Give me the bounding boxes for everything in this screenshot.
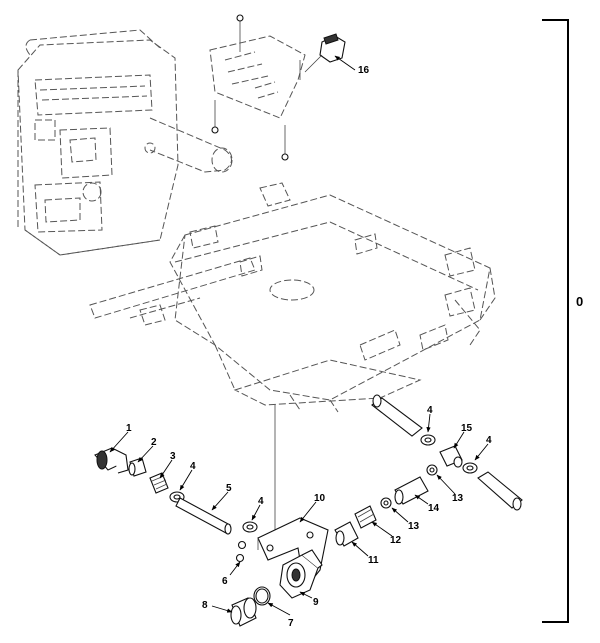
cab-structure-ghost xyxy=(17,29,233,256)
callout-5: 5 xyxy=(226,483,232,494)
callout-3: 3 xyxy=(170,451,176,462)
assembly-callout-0: 0 xyxy=(576,294,583,309)
callout-11: 11 xyxy=(368,555,379,566)
tee-part-15 xyxy=(439,445,463,468)
callout-4-mid: 4 xyxy=(258,496,264,507)
callout-13-upper: 13 xyxy=(452,493,464,504)
lower-hose xyxy=(477,471,523,511)
callout-10: 10 xyxy=(314,493,326,504)
filter-part-8 xyxy=(230,597,257,627)
callout-16: 16 xyxy=(358,65,370,76)
callout-4-right: 4 xyxy=(486,435,492,446)
callout-9: 9 xyxy=(313,597,319,608)
coupling-part-2 xyxy=(128,457,147,477)
washers-part-6 xyxy=(235,540,247,563)
callout-1: 1 xyxy=(126,423,132,434)
hose-part-5 xyxy=(175,497,232,535)
adapter-part-11 xyxy=(334,521,359,547)
clamp-part-4b xyxy=(242,521,258,533)
callout-13-lower: 13 xyxy=(408,521,420,532)
callout-8: 8 xyxy=(202,600,208,611)
callout-2: 2 xyxy=(151,437,157,448)
callout-14: 14 xyxy=(428,503,440,514)
clamp-part-4d xyxy=(462,462,478,474)
callout-4-upper: 4 xyxy=(427,405,433,416)
hose-part-14 xyxy=(394,476,429,505)
nipple-part-3 xyxy=(149,472,169,494)
mounting-plate-ghost xyxy=(209,14,306,161)
callout-12: 12 xyxy=(390,535,402,546)
callout-15: 15 xyxy=(461,423,473,434)
pump-part-9 xyxy=(279,549,323,599)
seat-platform-ghost xyxy=(89,182,496,413)
assembly-bracket xyxy=(542,19,569,623)
clamp-part-4c xyxy=(420,434,436,446)
callout-7: 7 xyxy=(288,618,294,629)
switch-part-16 xyxy=(304,33,346,73)
ring-part-7 xyxy=(253,586,271,606)
leader-lines xyxy=(109,55,489,616)
nipple-part-12 xyxy=(354,505,377,529)
callout-labels: 16 1 2 3 4 5 4 10 6 7 8 9 11 12 13 14 13… xyxy=(126,65,583,629)
callout-4-left: 4 xyxy=(190,461,196,472)
clamp-part-4a xyxy=(169,491,185,503)
callout-6: 6 xyxy=(222,576,228,587)
fitting-part-1 xyxy=(94,447,129,474)
upper-hose xyxy=(371,394,423,437)
washer-part-13b xyxy=(426,464,438,476)
washer-part-13a xyxy=(380,497,392,509)
